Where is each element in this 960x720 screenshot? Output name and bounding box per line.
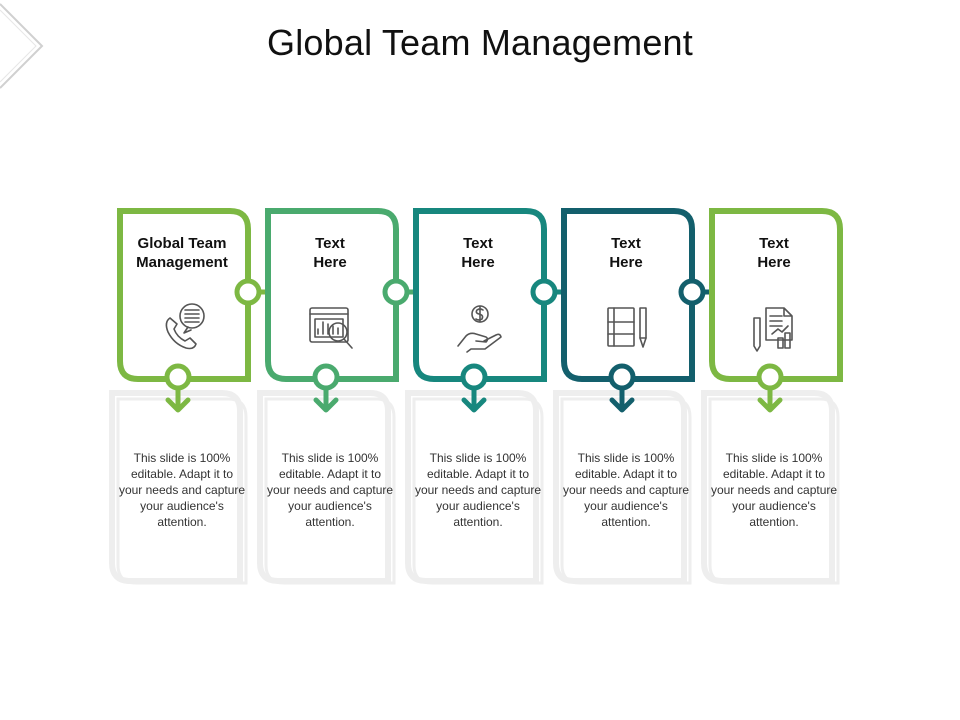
step-card	[553, 208, 728, 585]
arrow-down-icon	[165, 397, 191, 413]
step-title: Global Team Management	[136, 235, 228, 271]
step-frame	[709, 208, 843, 382]
phone-chat-icon	[165, 303, 205, 350]
page-title: Global Team Management	[267, 22, 693, 63]
step-description: This slide is 100% editable. Adapt it to…	[118, 451, 246, 529]
arrow-down-icon	[461, 397, 487, 413]
step-card	[701, 208, 843, 585]
connector-dot	[756, 363, 784, 391]
notebook-pencil-icon	[607, 307, 647, 348]
connector-dot	[312, 363, 340, 391]
connector-dot	[164, 363, 192, 391]
report-chart-icon	[753, 307, 793, 352]
step-card	[257, 208, 432, 585]
description-frame	[405, 390, 539, 584]
step-description: This slide is 100% editable. Adapt it to…	[414, 451, 542, 529]
step-frame	[117, 208, 251, 382]
corner-decoration	[0, 3, 44, 89]
connector-dot	[530, 278, 558, 306]
step-frame	[561, 208, 695, 382]
description-frame-shadow	[264, 397, 396, 585]
connector-dot	[234, 278, 262, 306]
analytics-search-icon	[309, 307, 353, 349]
description-frame-shadow	[116, 397, 248, 585]
step-title: Text Here	[757, 235, 791, 271]
step-card	[109, 208, 284, 585]
arrow-down-icon	[609, 397, 635, 413]
description-frame-shadow	[708, 397, 840, 585]
step-frame	[413, 208, 547, 382]
description-frame	[257, 390, 391, 584]
step-title: Text Here	[461, 235, 495, 271]
connector-dot	[608, 363, 636, 391]
arrow-down-icon	[757, 397, 783, 413]
arrow-down-icon	[313, 397, 339, 413]
step-card	[405, 208, 580, 585]
description-frame	[109, 390, 243, 584]
description-frame	[701, 390, 835, 584]
connector-dot	[382, 278, 410, 306]
description-frame-shadow	[412, 397, 544, 585]
dollar-hand-icon	[457, 305, 502, 353]
step-title: Text Here	[609, 235, 643, 271]
step-frame	[265, 208, 399, 382]
connector-dot	[460, 363, 488, 391]
connector-dot	[678, 278, 706, 306]
step-title: Text Here	[313, 235, 347, 271]
step-description: This slide is 100% editable. Adapt it to…	[710, 451, 838, 529]
description-frame-shadow	[560, 397, 692, 585]
step-description: This slide is 100% editable. Adapt it to…	[562, 451, 690, 529]
description-frame	[553, 390, 687, 584]
step-description: This slide is 100% editable. Adapt it to…	[266, 451, 394, 529]
